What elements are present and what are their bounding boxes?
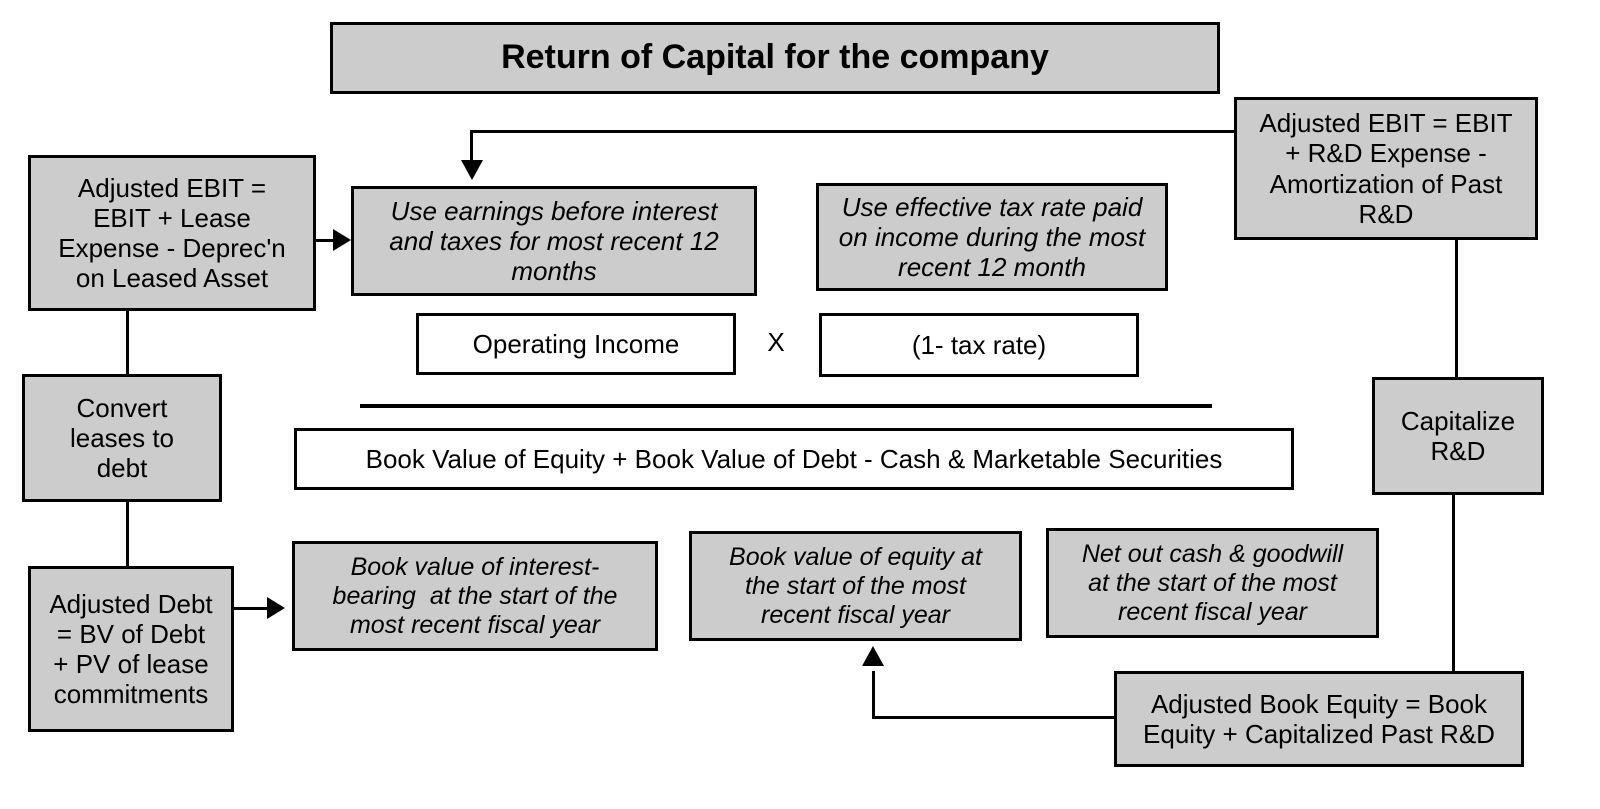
box-operating-income: Operating Income bbox=[416, 313, 736, 375]
box-book-value-equity: Book value of equity at the start of the… bbox=[689, 531, 1022, 641]
connector-ebit-to-convert bbox=[126, 311, 129, 374]
arrow-down-icon bbox=[461, 160, 483, 180]
box-book-value-interest-bearing: Book value of interest- bearing at the s… bbox=[292, 541, 658, 651]
page-title: Return of Capital for the company bbox=[501, 38, 1049, 77]
connector-rnd-ebit-to-capitalize bbox=[1455, 240, 1458, 378]
box-use-tax-rate-label: Use effective tax rate paid on income du… bbox=[838, 191, 1146, 283]
box-adjusted-ebit-lease-label: Adjusted EBIT = EBIT + Lease Expense - D… bbox=[58, 172, 286, 294]
connector-rnd-ebit-vertical bbox=[470, 130, 473, 168]
box-adjusted-debt: Adjusted Debt = BV of Debt + PV of lease… bbox=[28, 566, 234, 732]
box-adjusted-debt-label: Adjusted Debt = BV of Debt + PV of lease… bbox=[49, 588, 213, 710]
box-adjusted-ebit-rnd-label: Adjusted EBIT = EBIT + R&D Expense - Amo… bbox=[1259, 108, 1513, 229]
multiply-symbol: X bbox=[767, 326, 785, 357]
connector-debt-to-interest-bearing bbox=[234, 607, 276, 610]
box-one-minus-tax-rate-label: (1- tax rate) bbox=[911, 329, 1047, 360]
box-one-minus-tax-rate: (1- tax rate) bbox=[819, 313, 1139, 377]
box-net-out-cash-goodwill: Net out cash & goodwill at the start of … bbox=[1046, 528, 1379, 638]
box-adjusted-ebit-rnd: Adjusted EBIT = EBIT + R&D Expense - Amo… bbox=[1234, 97, 1538, 240]
box-use-earnings: Use earnings before interest and taxes f… bbox=[351, 186, 757, 296]
box-convert-leases-label: Convert leases to debt bbox=[69, 392, 175, 484]
box-net-out-cash-goodwill-label: Net out cash & goodwill at the start of … bbox=[1081, 539, 1344, 626]
connector-book-equity-vertical bbox=[872, 671, 875, 719]
diagram-title-box: Return of Capital for the company bbox=[330, 22, 1220, 94]
box-adjusted-book-equity: Adjusted Book Equity = Book Equity + Cap… bbox=[1114, 671, 1524, 767]
box-denominator: Book Value of Equity + Book Value of Deb… bbox=[294, 428, 1294, 490]
arrow-right-icon bbox=[333, 229, 351, 251]
box-denominator-label: Book Value of Equity + Book Value of Deb… bbox=[365, 443, 1223, 474]
box-capitalize-rnd-label: Capitalize R&D bbox=[1400, 405, 1516, 466]
connector-ebit-to-use-earnings bbox=[316, 239, 342, 242]
box-adjusted-ebit-lease: Adjusted EBIT = EBIT + Lease Expense - D… bbox=[28, 155, 316, 311]
box-convert-leases: Convert leases to debt bbox=[22, 374, 222, 502]
connector-convert-to-debt bbox=[126, 502, 129, 566]
connector-rnd-ebit-horizontal bbox=[470, 130, 1235, 133]
arrow-up-icon bbox=[862, 646, 884, 666]
box-use-earnings-label: Use earnings before interest and taxes f… bbox=[389, 195, 719, 287]
box-book-value-interest-bearing-label: Book value of interest- bearing at the s… bbox=[332, 552, 618, 639]
connector-book-equity-horizontal bbox=[872, 716, 1116, 719]
connector-capitalize-to-book-equity bbox=[1452, 495, 1455, 673]
arrow-right-icon-2 bbox=[267, 597, 285, 619]
box-use-tax-rate: Use effective tax rate paid on income du… bbox=[816, 183, 1168, 291]
box-operating-income-label: Operating Income bbox=[472, 328, 680, 359]
box-book-value-equity-label: Book value of equity at the start of the… bbox=[729, 542, 982, 629]
box-capitalize-rnd: Capitalize R&D bbox=[1372, 377, 1544, 495]
fraction-bar bbox=[360, 404, 1212, 408]
box-adjusted-book-equity-label: Adjusted Book Equity = Book Equity + Cap… bbox=[1143, 688, 1495, 749]
